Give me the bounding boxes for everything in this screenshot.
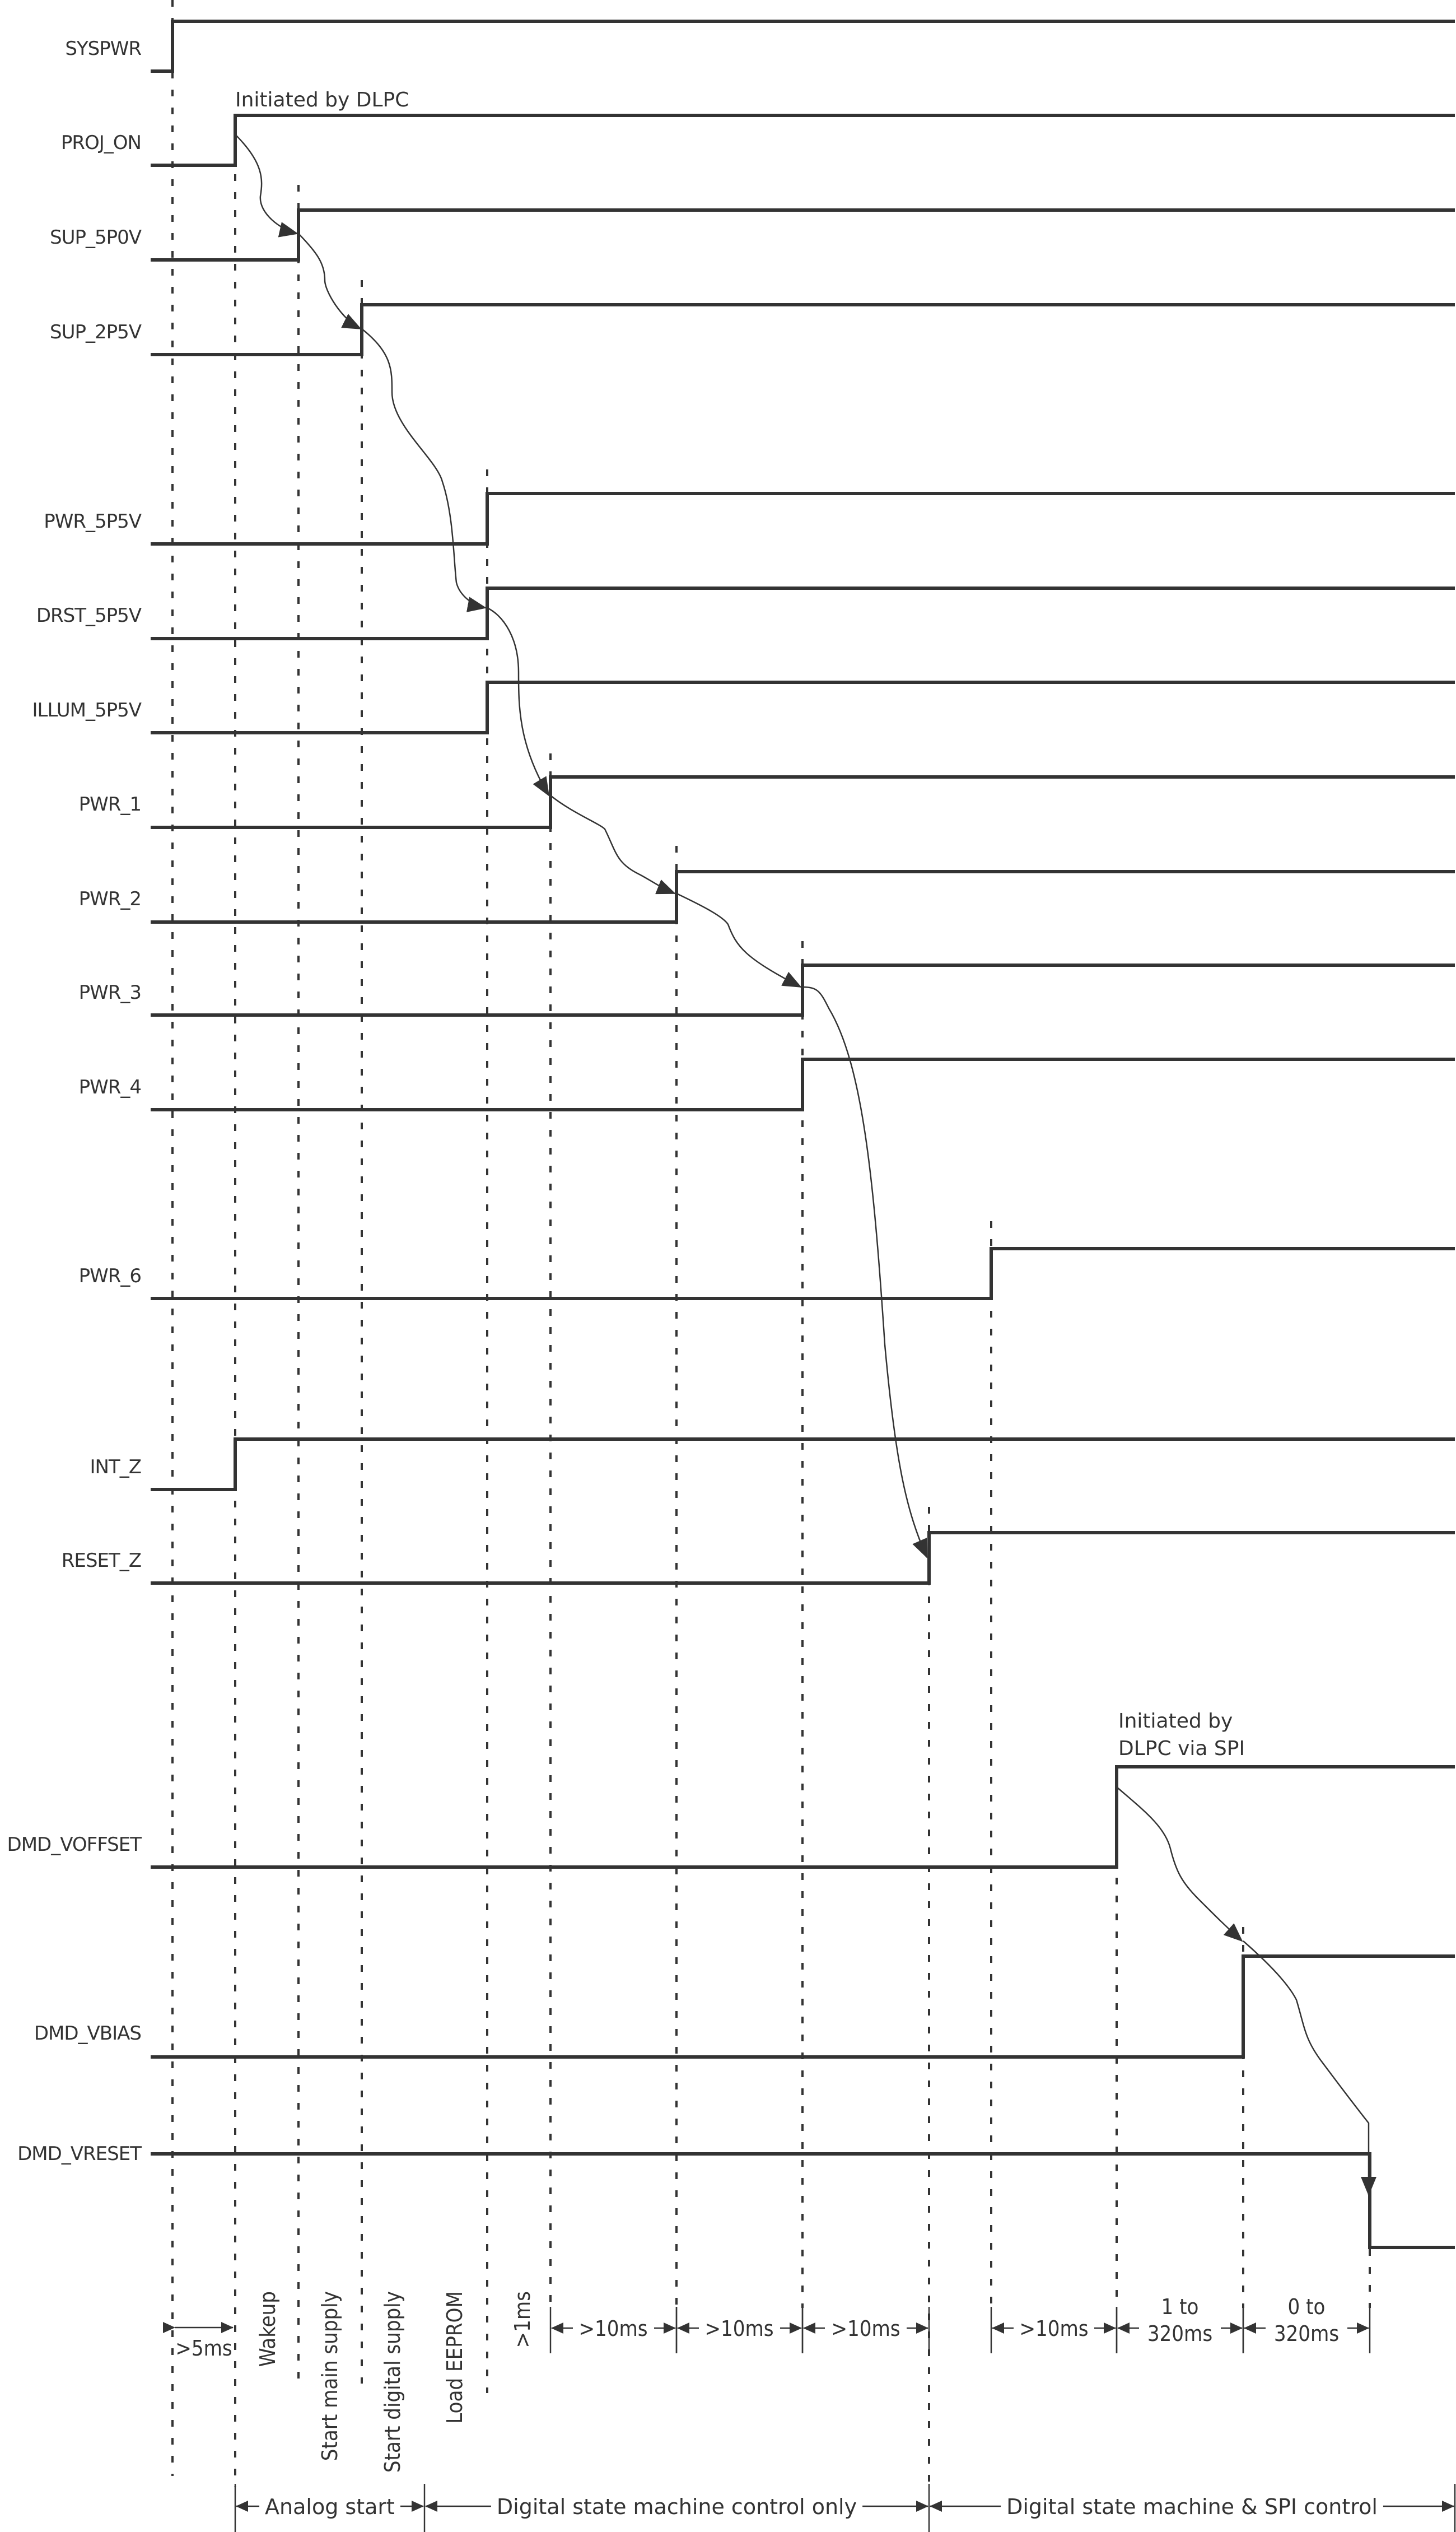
step-label: Wakeup — [255, 2291, 280, 2367]
annotations: Initiated by DLPC Initiated by DLPC via SP… — [235, 89, 1245, 1760]
dependency-arrow — [235, 134, 298, 238]
signal-label: SYSPWR — [65, 38, 141, 60]
waveform-dmd-vbias — [151, 1954, 1455, 2059]
dependency-arrow — [361, 328, 487, 612]
dependency-arrow — [802, 986, 928, 1558]
signal-label: DMD_VOFFSET — [7, 1833, 142, 1856]
step-label: Start main supply — [318, 2291, 342, 2461]
waveform-sup-5p0v — [151, 208, 1455, 262]
waveform-sup-2p5v — [151, 303, 1455, 356]
phase-bar: Analog start Digital state machine contro… — [234, 2484, 1456, 2532]
waveform-pwr-2 — [151, 870, 1455, 924]
step-label: >1ms — [510, 2291, 535, 2348]
signal-label: PWR_2 — [79, 888, 141, 910]
dependency-arrows — [235, 134, 1376, 2196]
signal-waveforms — [151, 20, 1455, 2249]
annotation-text: Initiated by DLPC — [235, 89, 409, 111]
signal-label: DMD_VRESET — [17, 2143, 142, 2165]
signal-label: ILLUM_5P5V — [32, 699, 142, 722]
dependency-arrow — [550, 795, 676, 895]
interval-label: 320ms — [1147, 2321, 1212, 2346]
waveform-illum-5p5v — [151, 681, 1455, 734]
signal-label: DRST_5P5V — [36, 604, 142, 627]
signal-label: PWR_1 — [79, 793, 141, 816]
phase-label: Digital state machine control only — [497, 2494, 857, 2519]
signal-label: DMD_VBIAS — [34, 2022, 141, 2045]
waveform-pwr-5p5v — [151, 492, 1455, 546]
waveform-dmd-voffset — [151, 1765, 1455, 1869]
annotation-text: DLPC via SPI — [1118, 1737, 1245, 1760]
waveform-drst-5p5v — [151, 587, 1455, 640]
signal-label: INT_Z — [90, 1456, 141, 1478]
dashed-marker-lines — [171, 0, 1371, 2487]
step-label: Start digital supply — [380, 2291, 405, 2473]
waveform-pwr-4 — [151, 1058, 1455, 1111]
signal-label: SUP_5P0V — [50, 226, 142, 249]
step-labels: Wakeup Start main supply Start digital sup… — [255, 2291, 535, 2473]
interval-label: >5ms — [175, 2336, 232, 2361]
interval-label: 0 to — [1288, 2294, 1326, 2319]
step-label: Load EEPROM — [442, 2291, 467, 2424]
waveform-reset-z — [151, 1531, 1455, 1585]
interval-label: 1 to — [1161, 2294, 1199, 2319]
dependency-arrow — [1116, 1786, 1243, 1942]
waveform-syspwr — [151, 20, 1455, 73]
interval-label: >10ms — [1019, 2316, 1088, 2341]
waveform-pwr-3 — [151, 964, 1455, 1017]
interval-label: >10ms — [704, 2316, 773, 2341]
phase-label: Digital state machine & SPI control — [1006, 2494, 1378, 2519]
signal-label: SUP_2P5V — [50, 321, 142, 343]
signal-label: PROJ_ON — [61, 132, 141, 154]
signal-label: PWR_3 — [79, 981, 141, 1004]
signal-label: PWR_6 — [79, 1265, 141, 1287]
interval-label: >10ms — [831, 2316, 900, 2341]
dependency-arrow — [1243, 1940, 1376, 2196]
waveform-pwr-6 — [151, 1247, 1455, 1300]
waveform-dmd-vreset — [151, 2152, 1455, 2249]
annotation-text: Initiated by — [1118, 1710, 1233, 1733]
signal-labels: SYSPWR PROJ_ON SUP_5P0V SUP_2P5V PWR_5P5V DRS… — [7, 38, 143, 2165]
signal-label: RESET_Z — [62, 1549, 141, 1572]
phase-label: Analog start — [265, 2494, 395, 2519]
interval-label: 320ms — [1274, 2321, 1339, 2346]
dependency-arrow — [487, 607, 550, 797]
waveform-proj-on — [151, 114, 1455, 167]
dependency-arrow — [298, 233, 362, 330]
signal-label: PWR_4 — [79, 1076, 141, 1099]
dependency-arrow — [676, 892, 802, 988]
waveform-pwr-1 — [151, 775, 1455, 829]
interval-label: >10ms — [578, 2316, 647, 2341]
signal-label: PWR_5P5V — [44, 510, 142, 533]
waveform-int-z — [151, 1437, 1455, 1491]
